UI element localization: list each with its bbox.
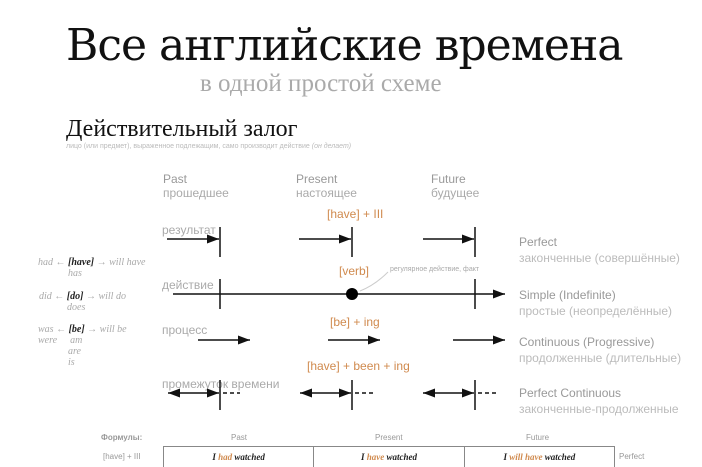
formula-perfect-continuous: [have] + been + ing — [307, 359, 410, 373]
table-cell-present-perfect: I have watched — [314, 447, 465, 467]
page-title: Все английские времена — [66, 20, 624, 71]
table-row-formula: [have] + III — [103, 452, 141, 461]
table-row-tense: Perfect — [619, 452, 645, 461]
formula-continuous: [be] + ing — [330, 315, 380, 329]
section-title: Действительный залог — [66, 116, 298, 142]
simple-note: регулярное действие, факт — [390, 266, 480, 273]
table-cell-future-perfect: I will have watched — [503, 452, 576, 462]
formula-perfect: [have] + III — [327, 207, 384, 221]
tense-continuous: Continuous (Progressive)продолженные (дл… — [519, 335, 682, 365]
section-note: лицо (или предмет), выраженное подлежащи… — [66, 143, 352, 150]
table-header-past: Past — [231, 433, 248, 442]
formulas-table: I had watched I have watched I will have… — [163, 446, 615, 467]
aux-have: had ← [have] → will have has — [38, 257, 146, 279]
formula-simple: [verb] — [339, 264, 370, 278]
row-label-process: процесс — [162, 323, 208, 337]
table-header-present: Present — [375, 433, 403, 442]
row-label-action: действие — [162, 278, 214, 292]
tense-simple: Simple (Indefinite)простые (неопределённ… — [519, 288, 673, 318]
page-subtitle: в одной простой схеме — [200, 70, 442, 97]
row-label-result: результат — [162, 223, 216, 237]
aux-do: did ← [do] → will do does — [39, 291, 126, 313]
formulas-label: Формулы: — [101, 433, 143, 442]
table-cell-past-perfect: I had watched — [164, 447, 315, 467]
table-header-future: Future — [526, 433, 550, 442]
